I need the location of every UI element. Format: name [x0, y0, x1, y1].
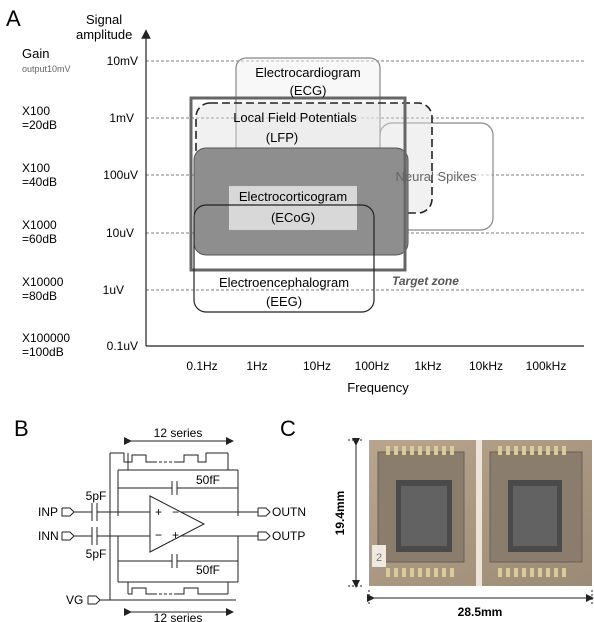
feedback-cap-top-label: 50fF [196, 473, 220, 487]
gain-label-line1: X10000 [22, 275, 64, 289]
freq-tick-label: 100kHz [526, 359, 567, 373]
freq-tick-label: 10Hz [303, 359, 331, 373]
lfp-abbr: (LFP) [266, 130, 299, 145]
neural-spikes-label: Neural Spikes [396, 169, 477, 184]
amp-tick-label: 10uV [106, 226, 134, 240]
panel-b-letter: B [14, 416, 29, 441]
inp-label: INP [38, 505, 58, 519]
gain-label-line1: X100 [22, 161, 50, 175]
ecog-label-box [229, 186, 357, 230]
freq-tick-label: 0.1Hz [186, 359, 217, 373]
target-zone-box [189, 96, 407, 272]
lfp-label: Local Field Potentials [233, 110, 357, 125]
amp-tick-label: 10mV [107, 54, 138, 68]
series-top-label: 12 series [154, 426, 203, 440]
gain-label-line2: =100dB [22, 345, 64, 359]
amp-tick-label: 1mV [109, 111, 134, 125]
gain-label-line2: =40dB [22, 175, 57, 189]
freq-tick-label: 10kHz [469, 359, 503, 373]
chip-width-dimension: 28.5mm [458, 605, 503, 619]
freq-tick-label: 1kHz [414, 359, 441, 373]
series-bottom-label: 12 series [154, 611, 203, 622]
y-axis-title-line2: amplitude [76, 27, 132, 42]
amp-tick-label: 100uV [103, 168, 138, 182]
freq-tick-label: 1Hz [246, 359, 267, 373]
input-cap-bottom-label: 5pF [86, 547, 107, 561]
opamp-plus-out: + [172, 528, 179, 542]
opamp-minus-out: − [172, 505, 179, 519]
target-zone-label: Target zone [392, 274, 459, 288]
panel-c-letter: C [280, 416, 296, 441]
gain-label-line1: X100 [22, 104, 50, 118]
eeg-label: Electroencephalogram [219, 275, 349, 290]
gain-label-line2: =80dB [22, 289, 57, 303]
amp-tick-label: 0.1uV [107, 339, 138, 353]
amp-tick-label: 1uV [103, 283, 124, 297]
gain-subheader: output10mV [22, 64, 71, 74]
ecog-abbr: (ECoG) [271, 210, 315, 225]
feedback-cap-bottom-label: 50fF [196, 563, 220, 577]
ecg-label: Electrocardiogram [255, 65, 361, 80]
input-cap-top-label: 5pF [86, 489, 107, 503]
outp-label: OUTP [272, 529, 305, 543]
panel-a-letter: A [6, 6, 21, 31]
opamp-minus-in: − [155, 528, 162, 542]
outn-label: OUTN [272, 505, 306, 519]
opamp-plus-in: + [155, 505, 162, 519]
gain-label-line1: X1000 [22, 218, 57, 232]
eeg-region [193, 204, 375, 313]
gain-label-line2: =60dB [22, 232, 57, 246]
freq-tick-label: 100Hz [355, 359, 390, 373]
chip-mark: 2 [376, 552, 382, 564]
chip-height-dimension: 19.4mm [333, 491, 347, 536]
x-axis-title: Frequency [347, 380, 409, 395]
ecog-label: Electrocorticogram [239, 189, 347, 204]
vg-label: VG [66, 593, 83, 607]
gain-header: Gain [22, 46, 49, 61]
gain-label-line2: =20dB [22, 118, 57, 132]
y-axis-title-line1: Signal [86, 12, 122, 27]
gain-label-line1: X100000 [22, 331, 70, 345]
chip-dimension-lines [348, 438, 594, 604]
amplifier-circuit [61, 437, 271, 616]
inn-label: INN [38, 529, 59, 543]
ecg-abbr: (ECG) [290, 83, 327, 98]
chip-photo [369, 440, 592, 586]
eeg-abbr: (EEG) [266, 294, 302, 309]
